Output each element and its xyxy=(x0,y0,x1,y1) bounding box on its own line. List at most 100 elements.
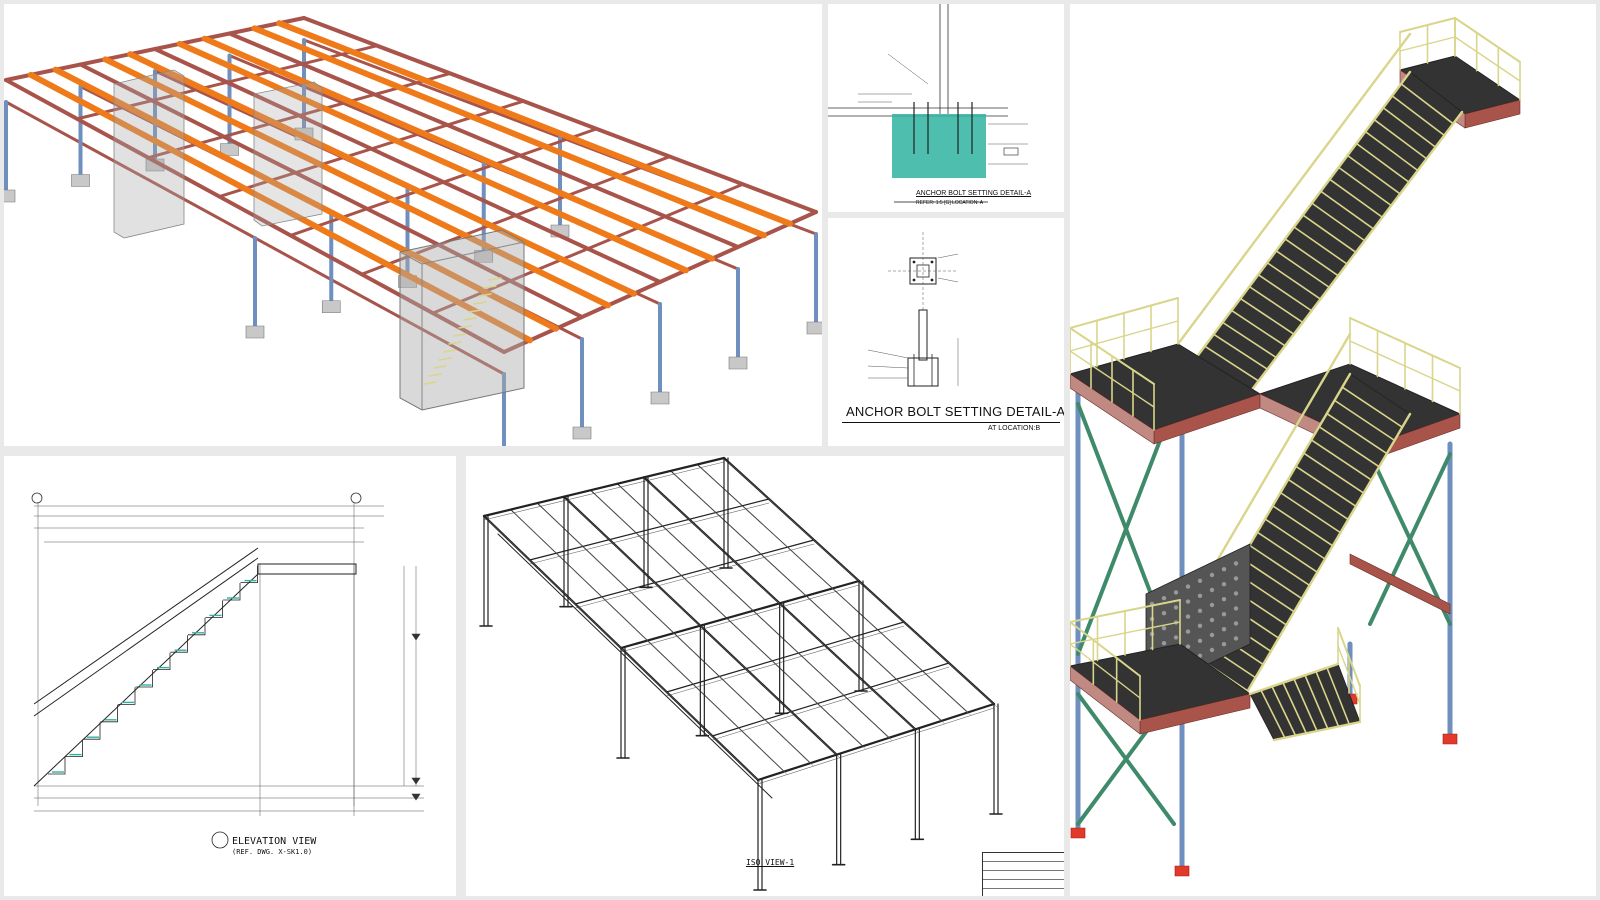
stair-tower-3d-drawing xyxy=(1070,17,1522,877)
screen-perforation xyxy=(1173,590,1179,595)
stair-enclosure xyxy=(399,229,525,411)
anchor-detail-subtitle: AT LOCATION:B xyxy=(988,425,1041,432)
guard-rail xyxy=(1454,17,1521,63)
iso-beam-flange xyxy=(712,666,950,741)
stair-tread xyxy=(1275,250,1331,289)
iso-joist-flange xyxy=(540,505,814,767)
screen-perforation xyxy=(1197,608,1203,613)
concrete-footing xyxy=(650,391,670,405)
stair-tread xyxy=(1230,309,1286,347)
platform-edge-beam xyxy=(1070,373,1155,445)
screen-perforation xyxy=(1221,642,1227,647)
stair-tread xyxy=(1326,666,1351,726)
stair-step-outline xyxy=(83,722,101,740)
deck-joist xyxy=(201,35,715,262)
elevation-view-subtitle: (REF. DWG. X-SK1.0) xyxy=(232,848,313,856)
stair-tread xyxy=(473,301,487,305)
title-block-row xyxy=(983,889,1064,896)
stair-step-outline xyxy=(153,652,171,671)
deck-joist xyxy=(276,20,793,227)
stair-tread xyxy=(1337,166,1393,207)
stair-enclosure xyxy=(113,69,185,239)
iso-joist-flange xyxy=(646,480,919,733)
iso-beam-flange xyxy=(757,707,995,785)
enclosure-edge xyxy=(421,241,525,265)
stair-stringer xyxy=(1176,70,1412,384)
stair-tread xyxy=(1315,670,1340,728)
screen-perforation xyxy=(1209,617,1215,623)
stair-tread xyxy=(448,341,462,345)
iso-beam-flange xyxy=(575,543,815,609)
screen-perforation xyxy=(1185,614,1191,619)
stair-tread xyxy=(438,357,452,361)
stair-step-outline xyxy=(205,600,223,618)
stair-tread xyxy=(1364,130,1419,172)
stair-tread xyxy=(1311,202,1366,242)
stair-tread xyxy=(1326,412,1388,455)
deck-joist xyxy=(176,40,689,274)
stair-enclosure xyxy=(253,81,323,227)
stair-stringer xyxy=(1248,662,1340,696)
iso-joist-flange xyxy=(486,518,762,784)
screen-perforation xyxy=(1221,597,1227,602)
iso-beam xyxy=(529,498,770,561)
screen-perforation xyxy=(1209,647,1215,653)
stair-step-outline xyxy=(65,739,83,758)
stair-tread xyxy=(1333,399,1396,442)
stair-stringer xyxy=(1230,110,1464,418)
screen-perforation xyxy=(1233,591,1239,596)
stair-tread xyxy=(1282,681,1308,735)
stair-step-outline xyxy=(48,757,66,775)
concrete-footing xyxy=(4,189,16,203)
deck-joist xyxy=(251,25,767,239)
concrete-footing xyxy=(71,174,90,187)
stair-stringer xyxy=(1238,412,1412,706)
stair-tread xyxy=(1248,285,1304,324)
stair-tread xyxy=(1391,95,1446,137)
stair-tread xyxy=(1260,689,1286,739)
concrete-footing xyxy=(321,300,341,314)
iso-view-panel: ISO VIEW-1 xyxy=(466,456,1064,896)
anchor-bolt-plan-drawing xyxy=(867,232,959,387)
concrete-footing xyxy=(220,143,239,156)
stair-tread xyxy=(1264,518,1326,560)
stair-step-outline xyxy=(188,617,206,636)
iso-beam-flange xyxy=(666,625,905,697)
screen-perforation xyxy=(1185,599,1191,604)
title-block-row xyxy=(983,880,1064,889)
iso-joist-flange xyxy=(673,473,945,725)
screen-perforation xyxy=(1221,567,1227,572)
screen-perforation xyxy=(1209,602,1215,608)
enclosure-edge xyxy=(399,251,423,265)
stair-tread xyxy=(433,365,447,369)
stair-tread xyxy=(1295,465,1357,508)
anchor-bolt-detail-section-panel: ANCHOR BOLT SETTING DETAIL-A REFER: 1:5 … xyxy=(828,4,1064,212)
guard-rail xyxy=(1070,643,1141,699)
deck-joist xyxy=(4,78,506,354)
stair-handrail xyxy=(1176,32,1412,346)
stair-step-outline xyxy=(100,704,118,723)
iso-beam xyxy=(619,579,861,650)
anchor-bolt-detail-plan-panel: ANCHOR BOLT SETTING DETAIL-A AT LOCATION… xyxy=(828,218,1064,446)
stair-step-outline xyxy=(118,687,136,705)
iso-joist-flange xyxy=(620,486,893,742)
stair-step-outline xyxy=(135,670,153,688)
stair-tread xyxy=(1221,321,1278,359)
concrete-footing xyxy=(728,356,748,370)
stair-tread xyxy=(1382,106,1437,148)
stair-tread xyxy=(1256,531,1319,573)
title-underline xyxy=(842,422,1060,423)
iso-edge-beam xyxy=(497,533,773,799)
anchor-detail-title: ANCHOR BOLT SETTING DETAIL-A xyxy=(916,190,1032,197)
screen-perforation xyxy=(1233,606,1239,611)
stair-tread xyxy=(1271,505,1334,547)
screen-perforation xyxy=(1197,593,1203,598)
iso-beam xyxy=(666,621,905,693)
iso-view-drawing xyxy=(479,456,1003,891)
screen-perforation xyxy=(1197,638,1203,643)
title-block-row xyxy=(983,862,1064,871)
steel-frame-3d-drawing xyxy=(4,16,822,446)
stair-tread xyxy=(1203,345,1260,382)
guard-rail xyxy=(1454,36,1521,82)
stair-tread xyxy=(463,317,477,321)
